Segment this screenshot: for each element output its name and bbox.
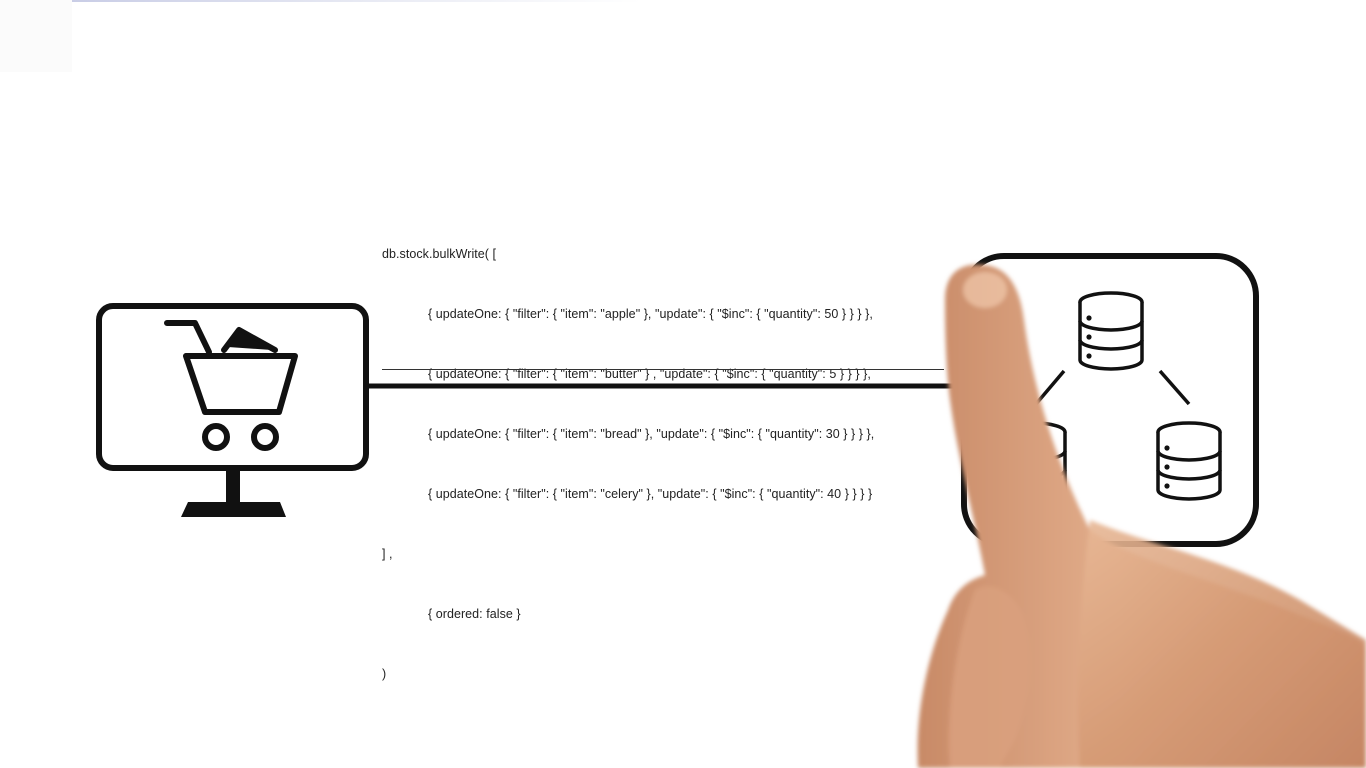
code-underline <box>382 369 944 370</box>
shopping-cart-icon <box>164 320 298 451</box>
replica-link-right <box>1158 369 1191 406</box>
code-line-1: db.stock.bulkWrite( [ <box>382 247 497 261</box>
monitor-neck <box>226 468 240 502</box>
code-line-4: { updateOne: { "filter": { "item": "brea… <box>428 427 875 441</box>
corner-tint <box>0 0 72 72</box>
code-line-5: { updateOne: { "filter": { "item": "cele… <box>428 487 873 501</box>
bulkwrite-code: db.stock.bulkWrite( [ { updateOne: { "fi… <box>382 204 962 724</box>
code-line-8: ) <box>382 667 387 681</box>
code-line-2: { updateOne: { "filter": { "item": "appl… <box>428 307 873 321</box>
monitor-base <box>181 502 286 517</box>
replica-link-left <box>1034 369 1066 406</box>
top-strip <box>72 0 642 2</box>
code-line-7: { ordered: false } <box>428 607 521 621</box>
monitor-shopping-cart-icon <box>96 303 369 517</box>
code-line-3: { updateOne: { "filter": { "item": "butt… <box>428 367 871 381</box>
code-line-6: ] , <box>382 547 393 561</box>
pointing-hand <box>917 264 1366 768</box>
monitor-screen <box>96 303 369 471</box>
